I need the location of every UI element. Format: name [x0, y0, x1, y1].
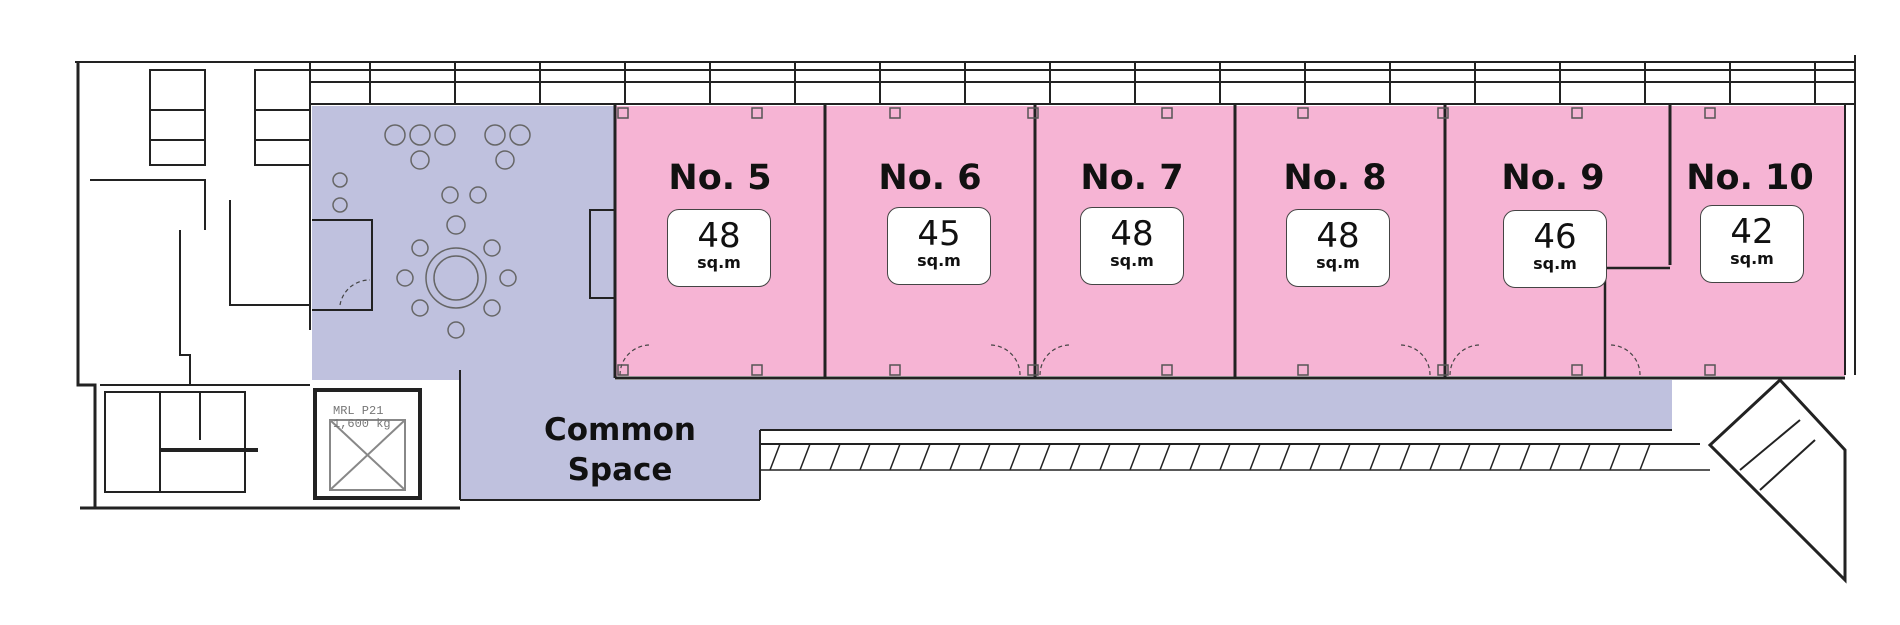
- common-space-line2: Space: [567, 452, 673, 488]
- common-space-line1: Common: [543, 412, 697, 448]
- unit-9-area-box: 46 sq.m: [1503, 210, 1607, 288]
- unit-9-area-value: 46: [1533, 217, 1577, 257]
- unit-5-area-box: 48 sq.m: [667, 209, 771, 287]
- unit-7-area-box: 48 sq.m: [1080, 207, 1184, 285]
- unit-fills: [615, 106, 1845, 376]
- lounge-furniture: [332, 124, 531, 339]
- unit-10-area-unit: sq.m: [1730, 249, 1774, 268]
- unit-8-label: No. 8: [1283, 158, 1387, 198]
- unit-5-area-value: 48: [697, 216, 741, 256]
- unit-5-area-unit: sq.m: [697, 253, 741, 272]
- column-markers: [617, 107, 1716, 376]
- unit-7-label: No. 7: [1080, 158, 1184, 198]
- walls: [75, 55, 1856, 584]
- unit-7-area-unit: sq.m: [1110, 251, 1154, 270]
- unit-9-label: No. 9: [1501, 158, 1605, 198]
- unit-9-area-unit: sq.m: [1533, 254, 1577, 273]
- common-space-area: [312, 106, 1672, 500]
- unit-5-label: No. 5: [668, 158, 772, 198]
- unit-10-area-value: 42: [1730, 212, 1774, 252]
- unit-10-label: No. 10: [1686, 158, 1814, 198]
- lift-label-line2: 1,600 kg: [333, 417, 391, 431]
- common-space-label: Common Space: [510, 410, 730, 490]
- unit-6-label: No. 6: [878, 158, 982, 198]
- unit-6-area-box: 45 sq.m: [887, 207, 991, 285]
- unit-10-area-box: 42 sq.m: [1700, 205, 1804, 283]
- unit-6-area-value: 45: [917, 214, 961, 254]
- lift-label-line1: MRL P21: [333, 404, 384, 418]
- unit-8-area-value: 48: [1316, 216, 1360, 256]
- lift-label: MRL P21 1,600 kg: [333, 405, 391, 431]
- window-mullions: [369, 62, 1816, 104]
- door-swings: [339, 279, 1641, 376]
- unit-7-area-value: 48: [1110, 214, 1154, 254]
- unit-8-area-unit: sq.m: [1316, 253, 1360, 272]
- corridor-fins: [760, 443, 1710, 471]
- unit-6-area-unit: sq.m: [917, 251, 961, 270]
- unit-8-area-box: 48 sq.m: [1286, 209, 1390, 287]
